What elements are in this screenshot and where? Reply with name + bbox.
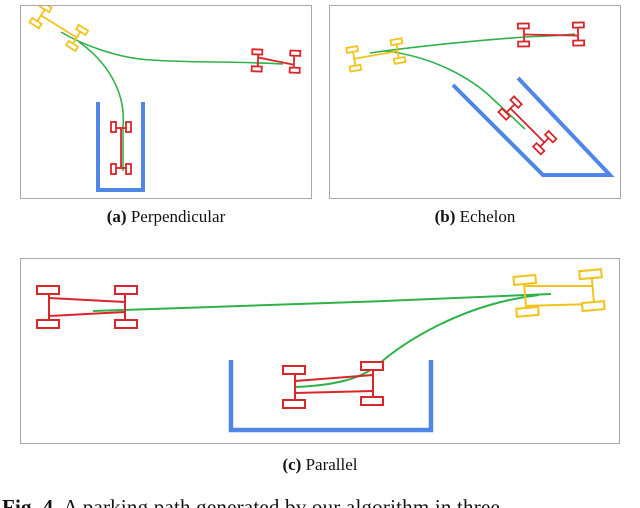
parked-vehicle xyxy=(497,95,558,156)
parking-path-reverse xyxy=(295,294,540,388)
caption-perpendicular: (a) Perpendicular xyxy=(20,207,312,227)
caption-text: Parallel xyxy=(305,455,358,474)
caption-text: Perpendicular xyxy=(130,207,226,226)
start-vehicle xyxy=(28,6,90,53)
goal-vehicle xyxy=(250,48,302,74)
caption-tag: (c) xyxy=(282,455,302,474)
parking-path xyxy=(92,293,552,312)
parking-slot xyxy=(96,102,145,192)
parking-path xyxy=(60,31,284,65)
caption-parallel: (c) Parallel xyxy=(20,455,620,475)
panel-parallel xyxy=(20,258,620,444)
parking-path-reverse xyxy=(78,41,125,171)
start-vehicle xyxy=(512,268,606,318)
goal-vehicle xyxy=(516,21,586,48)
caption-tag: (b) xyxy=(434,207,456,226)
parking-path-reverse xyxy=(384,50,526,130)
figure-label: Fig. 4. xyxy=(2,495,59,508)
caption-echelon: (b) Echelon xyxy=(329,207,621,227)
parking-slot xyxy=(228,360,434,433)
start-vehicle xyxy=(345,37,407,73)
perpendicular-diagram xyxy=(28,6,302,192)
figure-caption: Fig. 4. A parking path generated by our … xyxy=(0,490,640,508)
figure-caption-text: A parking path generated by our algorith… xyxy=(63,495,500,508)
parking-slot xyxy=(451,76,615,177)
parallel-diagram xyxy=(36,268,606,433)
caption-text: Echelon xyxy=(459,207,516,226)
echelon-diagram xyxy=(345,21,615,177)
panel-perpendicular xyxy=(20,5,312,199)
panel-echelon xyxy=(329,5,621,199)
goal-vehicle xyxy=(36,285,138,329)
parked-vehicle xyxy=(110,121,132,175)
caption-tag: (a) xyxy=(106,207,127,226)
parked-vehicle xyxy=(282,361,384,409)
